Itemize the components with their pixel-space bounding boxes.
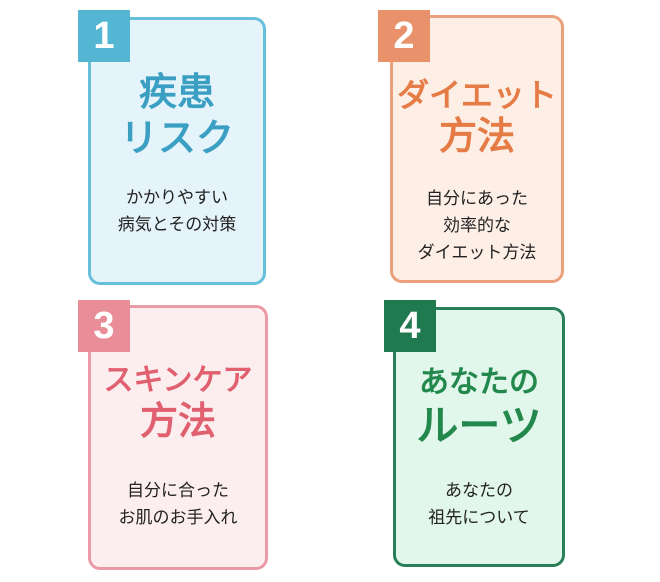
desc-line: あなたの [445, 481, 513, 501]
title-line: ルーツ [416, 401, 542, 450]
number-badge: 3 [78, 300, 130, 352]
card-disease-risk[interactable]: 疾患 リスク かかりやすい 病気とその対策 [88, 17, 266, 285]
desc-line: お肌のお手入れ [118, 508, 238, 529]
title-line: 方法 [438, 114, 515, 159]
card-title: ダイエット 方法 [393, 76, 561, 160]
card-title: スキンケア 方法 [91, 363, 265, 445]
number-badge: 2 [378, 10, 430, 62]
title-line: ダイエット [397, 76, 557, 114]
card-description: 自分にあった 効率的な ダイエット方法 [393, 186, 561, 268]
desc-line: 自分に合った [127, 481, 229, 501]
desc-line: かかりやすい [126, 188, 228, 208]
card-description: 自分に合った お肌のお手入れ [91, 478, 265, 532]
desc-line: 祖先について [428, 508, 530, 529]
card-title: あなたの ルーツ [396, 365, 562, 451]
desc-line: 病気とその対策 [117, 215, 237, 236]
number-badge: 1 [78, 10, 130, 62]
desc-line: 自分にあった [426, 189, 528, 209]
card-skincare-method[interactable]: スキンケア 方法 自分に合った お肌のお手入れ [88, 305, 268, 570]
card-description: かかりやすい 病気とその対策 [91, 185, 263, 239]
card-description: あなたの 祖先について [396, 478, 562, 532]
desc-line: ダイエット方法 [417, 243, 537, 264]
title-line: あなたの [419, 365, 539, 400]
title-line: リスク [119, 115, 234, 160]
title-line: 方法 [139, 399, 216, 443]
title-line: 疾患 [138, 70, 215, 114]
card-title: 疾患 リスク [91, 70, 263, 161]
desc-line: 効率的な [443, 216, 511, 237]
title-line: スキンケア [103, 363, 253, 398]
number-badge: 4 [384, 300, 436, 352]
